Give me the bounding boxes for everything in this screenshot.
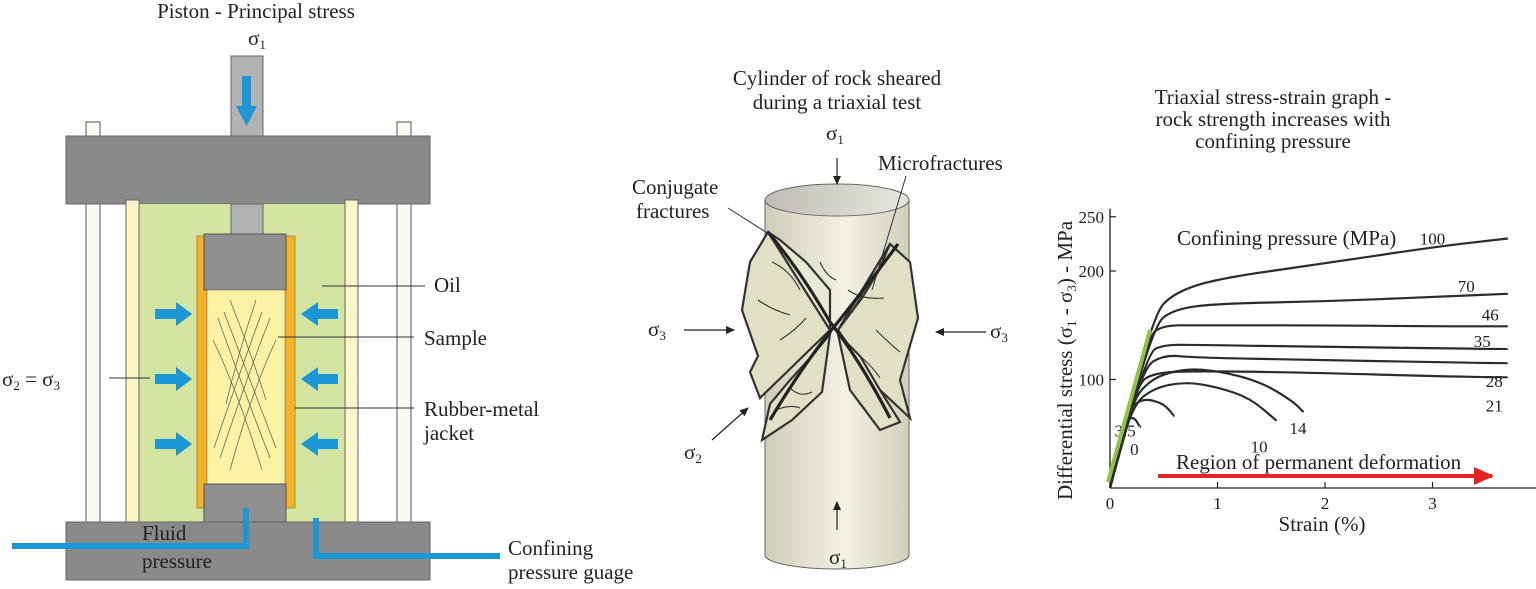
piston-arrow-shaft [242, 76, 251, 108]
conjugate-label-line1: Conjugate [632, 175, 718, 199]
curve-label: 70 [1458, 277, 1475, 296]
jacket-label-line2: jacket [423, 421, 474, 445]
elastic-region-line [1108, 330, 1150, 482]
curve-label: 21 [1486, 396, 1503, 415]
cylinder-title-line2: during a triaxial test [753, 90, 922, 114]
inner-piston-rod [231, 204, 263, 234]
conjugate-label-line2: fractures [636, 199, 709, 223]
sigma3-left-label: σ3 [648, 317, 666, 343]
fluid-label-line2: pressure [142, 549, 212, 573]
sample-label: Sample [424, 326, 487, 350]
gauge-label-line2: pressure guage [508, 560, 633, 584]
microfractures-label: Microfractures [878, 151, 1003, 175]
curve-label: 0 [1130, 440, 1139, 459]
curve-label: 100 [1420, 229, 1446, 248]
y-tick-label: 200 [1079, 262, 1105, 281]
top-plate [66, 136, 430, 204]
y-tick-label: 100 [1079, 371, 1105, 390]
x-tick-label: 3 [1428, 494, 1437, 513]
x-tick-label: 0 [1106, 494, 1115, 513]
piston-head [204, 234, 286, 290]
fluid-label-line1: Fluid [142, 521, 187, 545]
oil-label: Oil [434, 273, 461, 297]
sigma3-right-label: σ3 [990, 319, 1008, 345]
graph-title-line1: Triaxial stress-strain graph - [1155, 85, 1392, 109]
gauge-label-line1: Confining [508, 536, 594, 560]
piston-sigma: σ1 [248, 26, 266, 52]
jacket-label-line1: Rubber-metal [424, 397, 539, 421]
sigma2-equals-sigma3: σ2 = σ3 [2, 367, 60, 393]
cylinder-top [765, 184, 909, 216]
x-tick-label: 2 [1321, 494, 1330, 513]
sigma2-arrow [712, 408, 748, 440]
y-axis-label: Differential stress (σ1 - σ3) - MPa [1053, 220, 1079, 500]
sheared-rock-cylinder: Cylinder of rock sheared during a triaxi… [632, 66, 1008, 571]
y-tick-label: 250 [1079, 208, 1105, 227]
sigma1-top-label: σ1 [826, 121, 844, 147]
curve-label: 28 [1486, 372, 1503, 391]
curve-label: 35 [1474, 332, 1491, 351]
triaxial-apparatus: Piston - Principal stress σ1 [2, 0, 633, 584]
curve-label: 46 [1482, 305, 1499, 324]
graph-title-line2: rock strength increases with [1155, 107, 1391, 131]
inner-column-left [126, 200, 139, 528]
curve-label: 14 [1290, 419, 1308, 438]
x-tick-label: 1 [1213, 494, 1222, 513]
x-axis-label: Strain (%) [1279, 512, 1366, 536]
region-label: Region of permanent deformation [1176, 450, 1462, 474]
cylinder-title-line1: Cylinder of rock sheared [733, 66, 942, 90]
piston-title: Piston - Principal stress [157, 0, 355, 23]
inner-column-right [345, 200, 358, 528]
stress-strain-graph: Triaxial stress-strain graph - rock stre… [1053, 85, 1536, 536]
sigma2-label: σ2 [684, 440, 702, 466]
graph-title-line3: confining pressure [1195, 129, 1351, 153]
legend-label: Confining pressure (MPa) [1177, 226, 1396, 250]
